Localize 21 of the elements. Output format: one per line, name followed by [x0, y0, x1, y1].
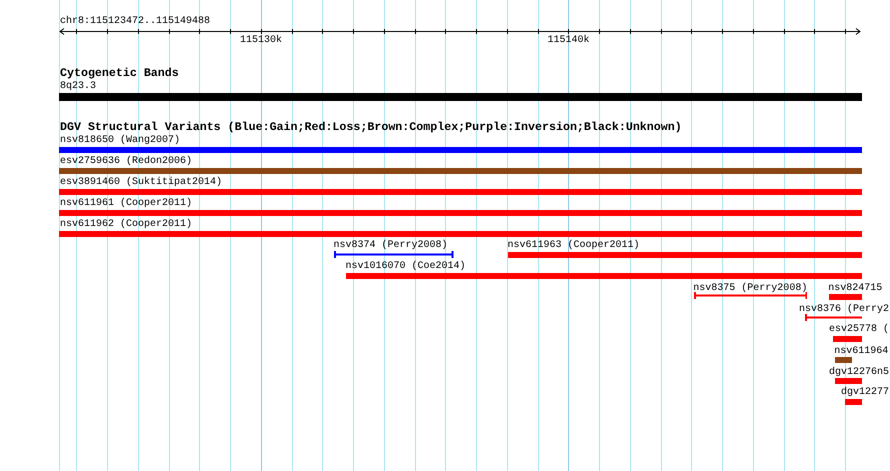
variant-label: nsv8374 (Perry2008): [334, 240, 448, 252]
variant-label: nsv611961 (Cooper2011): [60, 198, 192, 209]
variant-label: dgv12276n5: [828, 366, 889, 378]
track-title: DGV Structural Variants (Blue:Gain;Red:Loss;Brown:Complex;Purple:Inversion;Black:Unknown): [60, 122, 682, 134]
variant-label: esv25778 (: [828, 324, 889, 335]
scale-tick-label: 115140k: [547, 35, 590, 46]
band-label: 8q23.3: [60, 80, 96, 92]
variant-label: nsv824715: [828, 282, 882, 294]
variant-label: nsv611963 (Cooper2011): [508, 240, 640, 252]
variant-label: nsv611964: [834, 346, 888, 356]
variant-label: nsv8375 (Perry2008): [693, 282, 808, 294]
track-title: Cytogenetic Bands: [60, 68, 179, 80]
variant-label: nsv8376 (Perry2: [798, 304, 889, 315]
variant-label: esv2759636 (Redon2006): [60, 156, 192, 167]
variant-label: nsv818650 (Wang2007): [60, 135, 180, 146]
variant-label: nsv1016070 (Coe2014): [346, 261, 466, 272]
variant-label: nsv611962 (Cooper2011): [60, 219, 192, 230]
scale-tick-label: 115130k: [240, 35, 282, 46]
variant-label: dgv12277: [840, 387, 889, 398]
coordinate-range-label: chr8:115123472..115149488: [60, 16, 210, 27]
variant-label: esv3891460 (Suktitipat2014): [60, 177, 222, 188]
